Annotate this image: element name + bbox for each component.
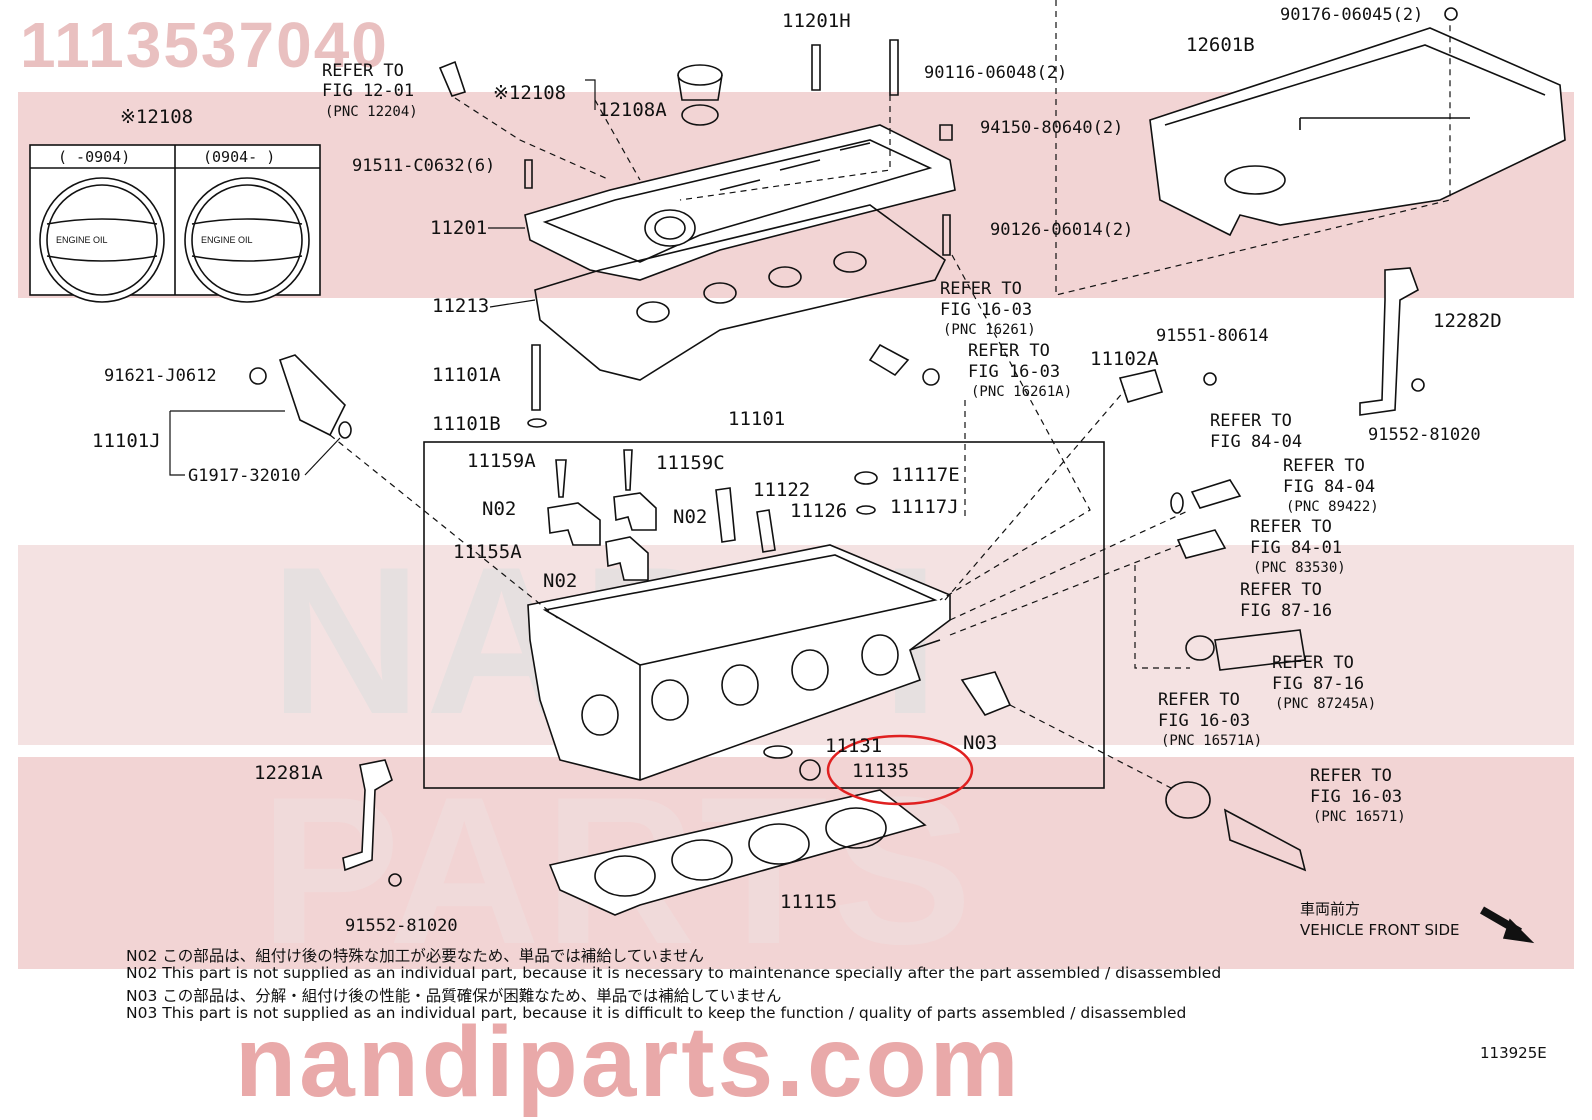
note-n03-jp: N03 この部品は、分解・組付け後の性能・品質確保が困難なため、単品では補給して… — [126, 987, 782, 1005]
label-refer-84-04b-a: REFER TO — [1283, 456, 1365, 476]
label-refer-87-16b-c: (PNC 87245A) — [1275, 696, 1377, 712]
label-refer-84-01-b: FIG 84-01 — [1250, 538, 1343, 558]
label-91552-front: 91552-81020 — [345, 916, 458, 936]
label-N02-a: N02 — [482, 498, 517, 520]
label-refer-84-04a-b: FIG 84-04 — [1210, 432, 1303, 452]
label-refer-84-04b-c: (PNC 89422) — [1286, 499, 1379, 515]
label-11159C: 11159C — [656, 452, 725, 474]
label-11122: 11122 — [753, 479, 811, 501]
leader-lines — [169, 0, 1451, 791]
label-11101A: 11101A — [432, 364, 501, 386]
part-number-watermark: 1113537040 — [20, 9, 389, 81]
label-11101B: 11101B — [432, 413, 501, 435]
inset-title: ※12108 — [120, 106, 194, 128]
label-refer-87-16a-b: FIG 87-16 — [1240, 601, 1333, 621]
figure-code: 113925E — [1480, 1044, 1547, 1062]
label-refer-16-03b-c: (PNC 16261A) — [971, 384, 1073, 400]
small-parts — [249, 7, 1458, 872]
camshaft-bearing-caps — [547, 492, 657, 581]
vehicle-front-jp: 車両前方 — [1300, 900, 1361, 918]
label-11201: 11201 — [430, 217, 488, 239]
engine-hanger-rear — [1359, 267, 1419, 416]
label-11131: 11131 — [825, 735, 883, 757]
oil-filler-cap — [677, 64, 723, 126]
label-11213: 11213 — [432, 295, 490, 317]
oil-cap-right-text: ENGINE OIL — [201, 235, 253, 245]
label-refer-16-03c-c: (PNC 16571A) — [1161, 733, 1263, 749]
label-11135: 11135 — [852, 760, 910, 782]
label-11201H: 11201H — [782, 10, 851, 32]
cylinder-head — [527, 544, 951, 781]
label-refer-12-01-b: FIG 12-01 — [322, 81, 415, 101]
label-12281A: 12281A — [254, 762, 323, 784]
cylinder-head-cover — [524, 124, 956, 281]
watermark-band-bottom — [18, 757, 1574, 969]
inset-col-right: (0904- ) — [203, 148, 276, 166]
engine-hanger-front — [342, 759, 402, 887]
label-refer-84-04a-a: REFER TO — [1210, 411, 1292, 431]
oil-cap-inset — [29, 144, 321, 303]
label-N02-c: N02 — [543, 570, 578, 592]
label-refer-16-03c-a: REFER TO — [1158, 690, 1240, 710]
label-refer-84-01-c: (PNC 83530) — [1253, 560, 1346, 576]
label-refer-87-16b-b: FIG 87-16 — [1272, 674, 1365, 694]
label-91511: 91511-C0632(6) — [352, 156, 496, 176]
cylinder-head-gasket — [548, 789, 927, 916]
label-N03: N03 — [963, 732, 998, 754]
label-11117E: 11117E — [891, 464, 960, 486]
label-12108: ※12108 — [493, 82, 567, 104]
label-12282D: 12282D — [1433, 310, 1502, 332]
label-refer-12-01-a: REFER TO — [322, 61, 404, 81]
note-n02-jp: N02 この部品は、組付け後の特殊な加工が必要なため、単品では補給していません — [126, 947, 704, 965]
label-refer-16-03a-b: FIG 16-03 — [940, 300, 1033, 320]
label-11115: 11115 — [780, 891, 838, 913]
label-90126: 90126-06014(2) — [990, 220, 1134, 240]
label-refer-87-16a-a: REFER TO — [1240, 580, 1322, 600]
label-refer-84-01-a: REFER TO — [1250, 517, 1332, 537]
label-refer-84-04b-b: FIG 84-04 — [1283, 477, 1376, 497]
label-94150: 94150-80640(2) — [980, 118, 1124, 138]
head-cover-gasket — [534, 204, 947, 381]
label-11159A: 11159A — [467, 450, 536, 472]
label-G1917: G1917-32010 — [188, 466, 301, 486]
label-11155A: 11155A — [453, 541, 522, 563]
label-11117J: 11117J — [890, 496, 959, 518]
label-refer-16-03d-c: (PNC 16571) — [1313, 809, 1406, 825]
label-90176: 90176-06045(2) — [1280, 5, 1424, 25]
oil-cap-left-icon — [39, 177, 165, 303]
engine-cover — [1149, 27, 1566, 237]
label-refer-87-16b-a: REFER TO — [1272, 653, 1354, 673]
vehicle-front-en: VEHICLE FRONT SIDE — [1300, 921, 1460, 939]
label-refer-16-03d-b: FIG 16-03 — [1310, 787, 1403, 807]
label-refer-16-03a-a: REFER TO — [940, 279, 1022, 299]
label-91551: 91551-80614 — [1156, 326, 1269, 346]
label-refer-16-03a-c: (PNC 16261) — [943, 322, 1036, 338]
label-refer-16-03b-a: REFER TO — [968, 341, 1050, 361]
label-11102A: 11102A — [1090, 348, 1159, 370]
note-n02-en: N02 This part is not supplied as an indi… — [126, 964, 1222, 982]
inset-col-left: ( -0904) — [58, 148, 131, 166]
highlight-ellipse — [826, 734, 974, 806]
vehicle-front-arrow-icon — [1479, 906, 1535, 944]
cylinder-head-group-box — [423, 441, 1105, 789]
label-11101J: 11101J — [92, 430, 161, 452]
label-12601B: 12601B — [1186, 34, 1255, 56]
label-refer-16-03d-a: REFER TO — [1310, 766, 1392, 786]
label-refer-12-01-c: (PNC 12204) — [325, 104, 418, 120]
label-11101: 11101 — [728, 408, 786, 430]
label-refer-16-03b-b: FIG 16-03 — [968, 362, 1061, 382]
label-91552-rear: 91552-81020 — [1368, 425, 1481, 445]
note-n03-en: N03 This part is not supplied as an indi… — [126, 1004, 1187, 1022]
label-11126: 11126 — [790, 500, 848, 522]
label-12108A: 12108A — [598, 99, 667, 121]
label-N02-b: N02 — [673, 506, 708, 528]
label-refer-16-03c-b: FIG 16-03 — [1158, 711, 1251, 731]
oil-cap-right-icon — [184, 177, 310, 303]
label-91621: 91621-J0612 — [104, 366, 217, 386]
oil-cap-left-text: ENGINE OIL — [56, 235, 108, 245]
label-90116: 90116-06048(2) — [924, 63, 1068, 83]
